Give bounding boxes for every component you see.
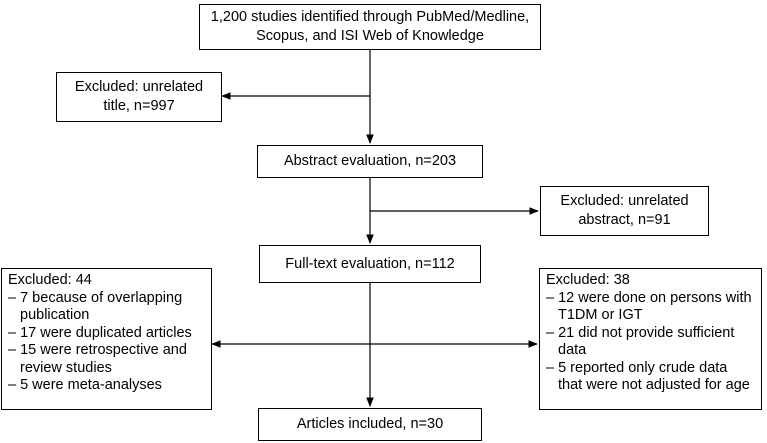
excluded-left-item: 5 were meta-analyses xyxy=(8,377,205,395)
excluded-right-header: Excluded: 38 xyxy=(546,272,630,288)
excluded-left-header: Excluded: 44 xyxy=(8,272,92,288)
excluded-abstract-text: Excluded: unrelated abstract, n=91 xyxy=(560,193,689,228)
excluded-title-text: Excluded: unrelated title, n=997 xyxy=(74,79,204,114)
fulltext-evaluation-text: Full-text evaluation, n=112 xyxy=(285,255,455,272)
excluded-right-item: 12 were done on persons with T1DM or IGT xyxy=(546,290,755,325)
excluded-right-item: 21 did not provide sufficient data xyxy=(546,325,755,360)
excluded-left-list: 7 because of overlapping publication 17 … xyxy=(8,290,205,395)
identified-box: 1,200 studies identified through PubMed/… xyxy=(199,4,541,50)
excluded-fulltext-right-box: Excluded: 38 12 were done on persons wit… xyxy=(539,268,762,410)
excluded-right-item: 5 reported only crude data that were not… xyxy=(546,360,755,395)
excluded-left-item: 7 because of overlapping publication xyxy=(8,290,205,325)
excluded-title-box: Excluded: unrelated title, n=997 xyxy=(56,72,222,122)
fulltext-evaluation-box: Full-text evaluation, n=112 xyxy=(259,245,481,283)
articles-included-text: Articles included, n=30 xyxy=(296,416,444,432)
abstract-evaluation-box: Abstract evaluation, n=203 xyxy=(257,145,483,178)
abstract-evaluation-text: Abstract evaluation, n=203 xyxy=(283,153,457,169)
articles-included-box: Articles included, n=30 xyxy=(258,408,482,441)
excluded-abstract-box: Excluded: unrelated abstract, n=91 xyxy=(540,186,709,236)
excluded-left-item: 15 were retrospective and review studies xyxy=(8,342,205,377)
identified-text: 1,200 studies identified through PubMed/… xyxy=(210,9,530,44)
excluded-fulltext-left-box: Excluded: 44 7 because of overlapping pu… xyxy=(1,268,212,410)
excluded-right-list: 12 were done on persons with T1DM or IGT… xyxy=(546,290,755,395)
excluded-left-item: 17 were duplicated articles xyxy=(8,325,205,343)
